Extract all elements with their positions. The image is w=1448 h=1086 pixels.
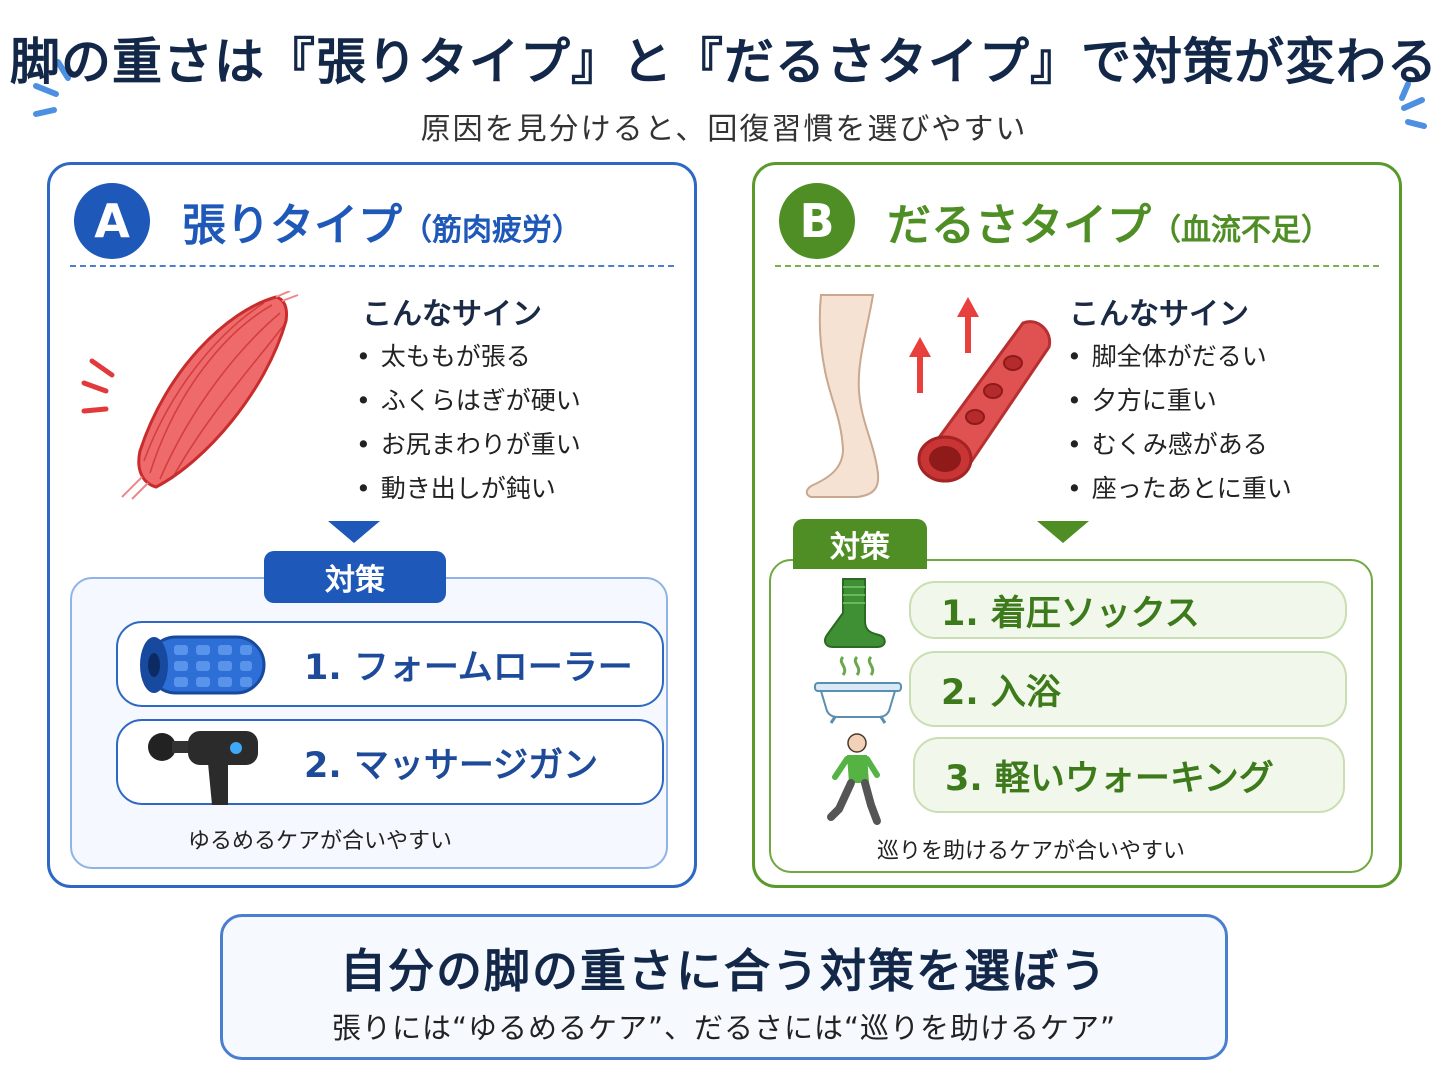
panel-b-divider (775, 265, 1379, 267)
panel-a-measures-box: 1. フォームローラー 2. マッサージガン (70, 577, 668, 869)
down-arrow-icon (328, 521, 380, 543)
page-subtitle: 原因を見分けると、回復習慣を選びやすい (420, 112, 1028, 147)
list-item: 動き出しが鈍い (356, 467, 581, 511)
panel-a-title-main: 張りタイプ (182, 200, 402, 251)
blood-vessel-icon (909, 297, 1052, 483)
panel-b-signs-heading: こんなサイン (1069, 297, 1249, 332)
list-item: むくみ感がある (1067, 423, 1292, 467)
list-item: ふくらはぎが硬い (356, 379, 581, 423)
measure-label: 1. フォームローラー (304, 647, 633, 688)
page-title: 脚の重さは『張りタイプ』と『だるさタイプ』で対策が変わる (10, 33, 1438, 91)
measure-massage-gun: 2. マッサージガン (116, 719, 664, 805)
sock-icon (824, 578, 886, 648)
muscle-icon (81, 291, 299, 500)
panel-a-title: 張りタイプ（筋肉疲労） (182, 189, 582, 253)
massage-gun-icon (148, 731, 258, 805)
measure-label: 2. マッサージガン (304, 745, 599, 786)
walking-person-icon (827, 733, 881, 825)
measure-label: 2. 入浴 (941, 672, 1061, 713)
list-item: 夕方に重い (1067, 379, 1292, 423)
panel-a-title-sub: （筋肉疲労） (402, 213, 582, 248)
panel-b-title: だるさタイプ（血流不足） (887, 189, 1331, 253)
measure-foam-roller: 1. フォームローラー (116, 621, 664, 707)
panel-fatigue-type: B だるさタイプ（血流不足） こんなサイン 脚全体がだるい 夕方に重い むくみ感… (752, 162, 1402, 888)
bathtub-icon (814, 655, 902, 724)
leg-icon (805, 294, 880, 498)
summary-box: 自分の脚の重さに合う対策を選ぼう 張りには“ゆるめるケア”、だるさには“巡りを助… (220, 914, 1228, 1060)
panel-b-measures-label: 対策 (793, 519, 927, 569)
panel-a-divider (70, 265, 674, 267)
foam-roller-icon (140, 635, 266, 695)
measure-walking: 3. 軽いウォーキング (913, 737, 1345, 813)
panel-b-measures-box: 1. 着圧ソックス 2. 入浴 3. 軽いウォーキング (769, 559, 1373, 873)
down-arrow-icon (1037, 521, 1089, 543)
summary-subtitle: 張りには“ゆるめるケア”、だるさには“巡りを助けるケア” (331, 1011, 1117, 1045)
spark-right-icon (1399, 81, 1427, 129)
panel-a-measures-label: 対策 (264, 551, 446, 603)
panel-tension-type: A 張りタイプ（筋肉疲労） こんなサイン 太ももが張る ふくらはぎが硬い お尻ま… (47, 162, 697, 888)
panel-b-title-sub: （血流不足） (1151, 213, 1331, 248)
spark-left-icon (33, 59, 71, 117)
panel-b-care-note: 巡りを助けるケアが合いやすい (877, 839, 1186, 864)
badge-a: A (74, 183, 150, 259)
measure-label: 3. 軽いウォーキング (945, 758, 1274, 799)
measure-bath: 2. 入浴 (909, 651, 1347, 727)
list-item: お尻まわりが重い (356, 423, 581, 467)
panel-a-signs-heading: こんなサイン (362, 297, 542, 332)
measure-label: 1. 着圧ソックス (941, 593, 1200, 634)
measure-compression-socks: 1. 着圧ソックス (909, 581, 1347, 639)
summary-title: 自分の脚の重さに合う対策を選ぼう (340, 944, 1108, 998)
list-item: 座ったあとに重い (1067, 467, 1292, 511)
list-item: 脚全体がだるい (1067, 335, 1292, 379)
panel-a-care-note: ゆるめるケアが合いやすい (188, 829, 453, 854)
badge-b: B (779, 183, 855, 259)
panel-a-signs-list: 太ももが張る ふくらはぎが硬い お尻まわりが重い 動き出しが鈍い (356, 335, 581, 511)
list-item: 太ももが張る (356, 335, 581, 379)
panel-b-signs-list: 脚全体がだるい 夕方に重い むくみ感がある 座ったあとに重い (1067, 335, 1292, 511)
panel-b-title-main: だるさタイプ (887, 200, 1151, 251)
